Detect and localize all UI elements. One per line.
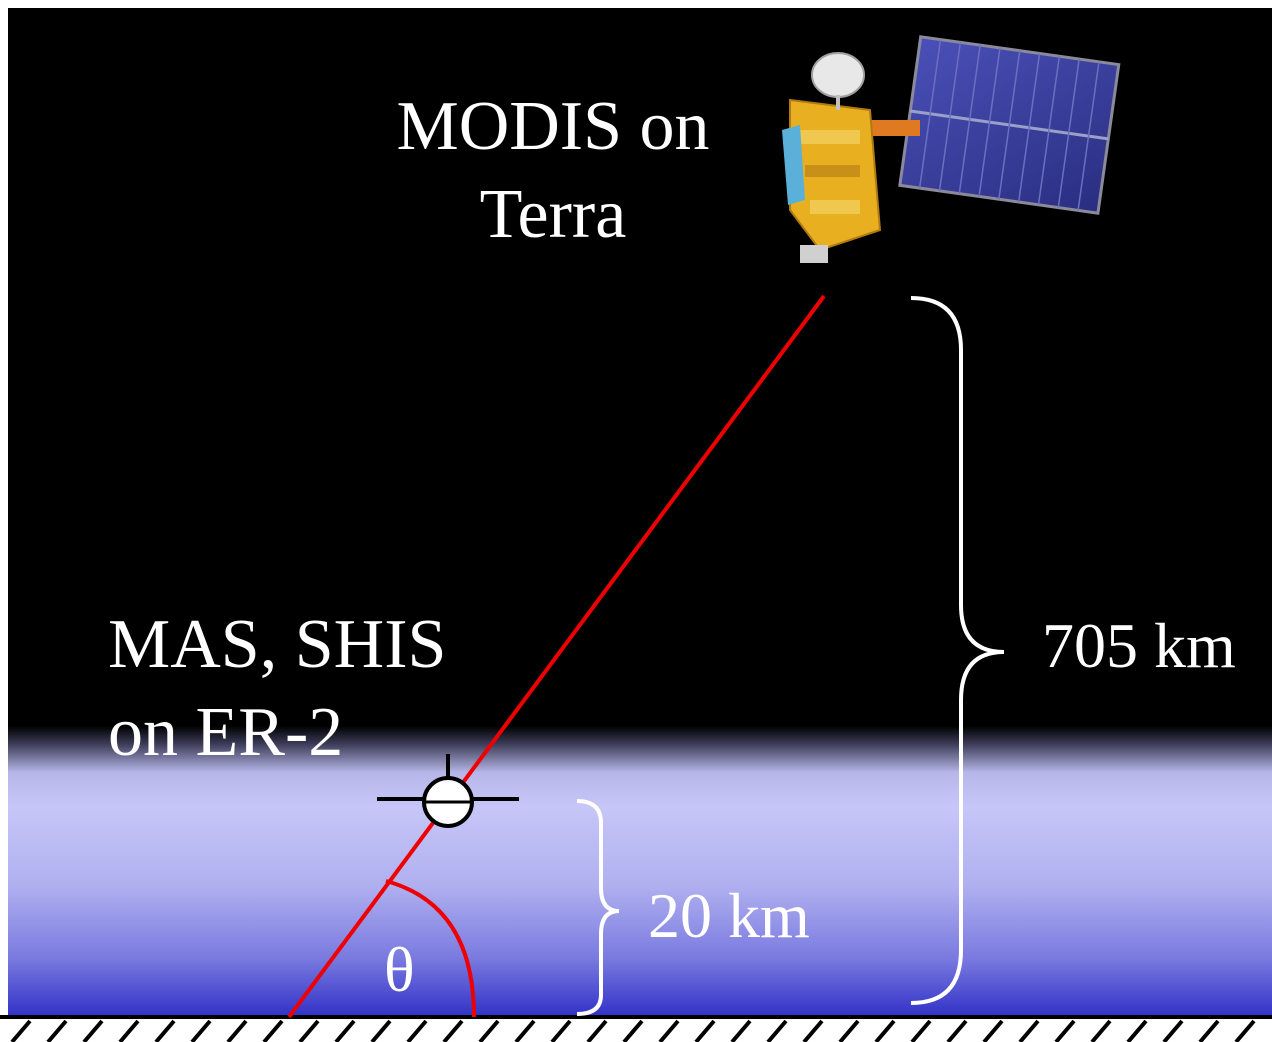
aircraft-label-line2: on ER-2 bbox=[108, 694, 344, 771]
satellite-label-line1: MODIS on bbox=[396, 88, 710, 165]
er2-aircraft-icon bbox=[377, 754, 519, 828]
aircraft-label-line1: MAS, SHIS bbox=[108, 606, 447, 683]
ground-surface bbox=[0, 1015, 1272, 1042]
line-of-sight bbox=[287, 294, 826, 1019]
angle-theta-label: θ bbox=[384, 934, 415, 1005]
altitude-20-label: 20 km bbox=[648, 880, 810, 951]
viewing-angle-arc bbox=[385, 879, 476, 1018]
brace-20km bbox=[576, 799, 620, 1016]
altitude-705-label: 705 km bbox=[1042, 610, 1236, 681]
brace-705km bbox=[910, 296, 1005, 1005]
satellite-label-line2: Terra bbox=[479, 176, 627, 253]
terra-satellite-icon bbox=[782, 35, 1121, 263]
atmosphere-layer bbox=[8, 726, 1272, 1016]
